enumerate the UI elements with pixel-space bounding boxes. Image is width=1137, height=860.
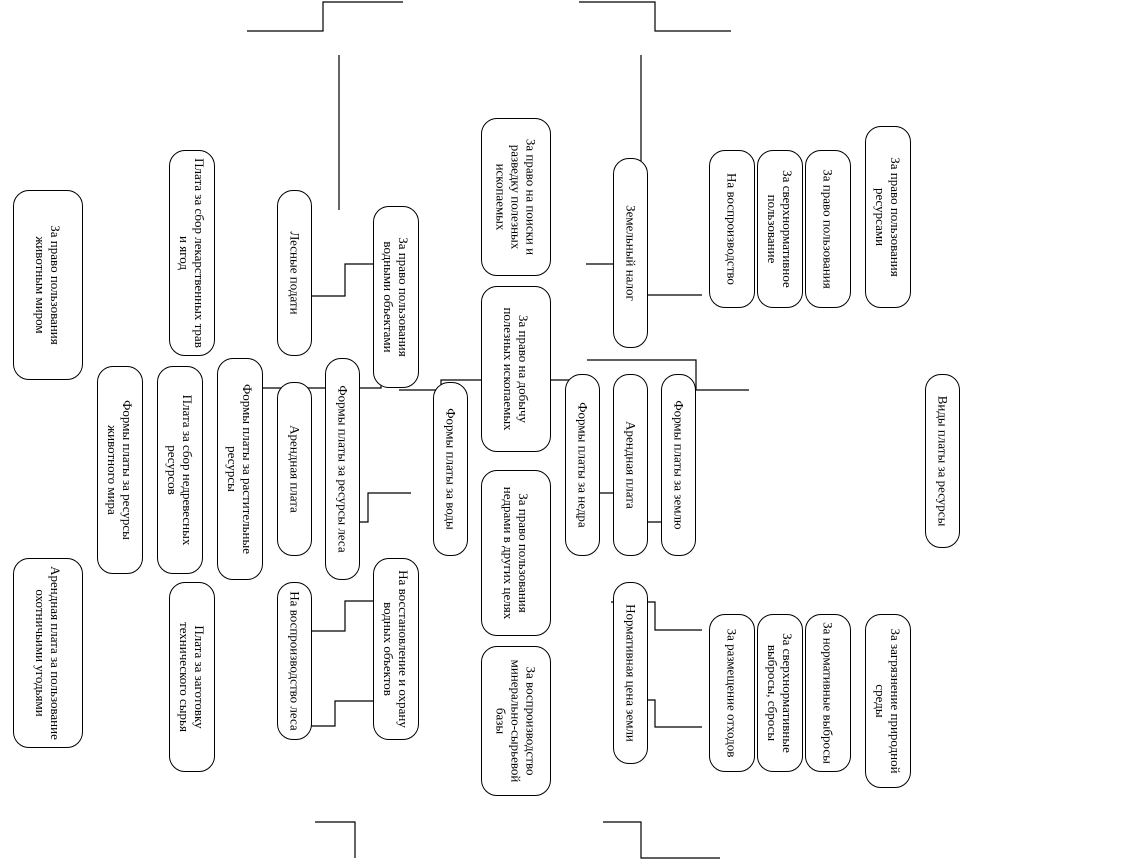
node-label: За размещение отходов (724, 628, 740, 758)
node-label: Плата за сбор лекарственных трав и ягод (177, 158, 207, 348)
node-exploration-right: За право на поиски и разведку полезных и… (481, 118, 551, 276)
node-label: Формы платы за недра (575, 402, 590, 528)
node-label: За право на поиски и разведку полезных и… (493, 138, 539, 256)
node-mineral-base: За воспроизводство минерально-сырьевой б… (481, 646, 551, 796)
node-label: За сверхнормативные выбросы, сбросы (765, 633, 795, 753)
node-label: Формы платы за землю (671, 400, 686, 530)
node-plant-payment-forms: Формы платы за растительные ресурсы (217, 358, 263, 580)
node-label: За право пользования водными объектами (381, 237, 411, 357)
node-land-payment-forms: Формы платы за землю (661, 374, 696, 556)
node-label: Нормативная цена земли (623, 604, 638, 742)
node-land-rent: Арендная плата (613, 374, 648, 556)
node-label: Виды платы за ресурсы (935, 395, 950, 527)
node-land-tax: Земельный налог (613, 158, 648, 348)
node-forest-levies: Лесные подати (277, 190, 312, 356)
node-label: За право пользования (820, 169, 836, 289)
node-label: За сверхнормативное пользование (765, 170, 795, 288)
node-label: За право пользования ресурсами (873, 157, 903, 277)
node-label: На воспроизводство (724, 173, 740, 285)
connector-line (281, 263, 381, 297)
node-label: За нормативные выбросы (820, 622, 836, 764)
node-fauna-use-right: За право пользования животным миром (13, 190, 83, 380)
connector-line (315, 821, 356, 858)
node-nonwood-resources: Плата за сбор недревесных ресурсов (157, 366, 203, 574)
node-label: Формы платы за воды (443, 408, 458, 530)
node-label: Плата за сбор недревесных ресурсов (165, 394, 195, 546)
connector-line (579, 1, 731, 32)
node-label: На воспроизводство леса (287, 591, 302, 731)
node-label: На восстановление и охрану водных объект… (381, 570, 411, 728)
node-subsoil-other-use: За право пользования недрами в других це… (481, 470, 551, 636)
node-label: Арендная плата (623, 421, 638, 509)
node-water-payment-forms: Формы платы за воды (433, 382, 468, 556)
node-resource-payment-types: Виды платы за ресурсы (925, 374, 960, 548)
node-water-use-right: За право пользования водными объектами (373, 206, 419, 388)
node-pollution: За загрязнение природной среды (865, 614, 911, 788)
node-hunting-rent: Арендная плата за пользование охотничьим… (13, 558, 83, 748)
node-label: Плата за заготовку технического сырья (177, 622, 207, 732)
node-water-restoration: На восстановление и охрану водных объект… (373, 558, 419, 740)
connector-line (603, 821, 720, 859)
node-label: Формы платы за ресурсы леса (335, 385, 350, 553)
node-extraction-right: За право на добычу полезных ископаемых (481, 286, 551, 452)
node-label: За право на добычу полезных ископаемых (501, 307, 531, 431)
node-label: Арендная плата (287, 425, 302, 513)
node-technical-raw: Плата за заготовку технического сырья (169, 582, 215, 772)
node-fauna-payment-forms: Формы платы за ресурсы животного мира (97, 366, 143, 574)
connector-line (587, 359, 749, 391)
node-label: Арендная плата за пользование охотничьим… (33, 566, 63, 740)
connector-line (247, 1, 403, 32)
node-forest-reproduction: На воспроизводство леса (277, 582, 312, 740)
node-label: Формы платы за растительные ресурсы (225, 384, 255, 554)
node-over-emissions: За сверхнормативные выбросы, сбросы (757, 614, 803, 772)
node-label: За право пользования недрами в других це… (501, 486, 531, 620)
node-medicinal-herbs: Плата за сбор лекарственных трав и ягод (169, 150, 215, 356)
connector-line (309, 600, 387, 632)
node-waste-disposal: За размещение отходов (709, 614, 755, 772)
node-label: За воспроизводство минерально-сырьевой б… (493, 659, 539, 783)
node-reproduction: На воспроизводство (709, 150, 755, 308)
node-normative-land-price: Нормативная цена земли (613, 582, 648, 764)
node-normative-emissions: За нормативные выбросы (805, 614, 851, 772)
node-subsoil-payment-forms: Формы платы за недра (565, 374, 600, 556)
node-over-use: За сверхнормативное пользование (757, 150, 803, 308)
node-resource-use-right: За право пользования ресурсами (865, 126, 911, 308)
node-forest-rent: Арендная плата (277, 382, 312, 556)
node-label: За загрязнение природной среды (873, 628, 903, 774)
node-label: Земельный налог (623, 205, 638, 301)
connector-line (309, 700, 387, 727)
node-label: За право пользования животным миром (33, 225, 63, 345)
node-label: Формы платы за ресурсы животного мира (105, 400, 135, 540)
node-use-right: За право пользования (805, 150, 851, 308)
node-label: Лесные подати (287, 231, 302, 315)
node-forest-payment-forms: Формы платы за ресурсы леса (325, 358, 360, 580)
